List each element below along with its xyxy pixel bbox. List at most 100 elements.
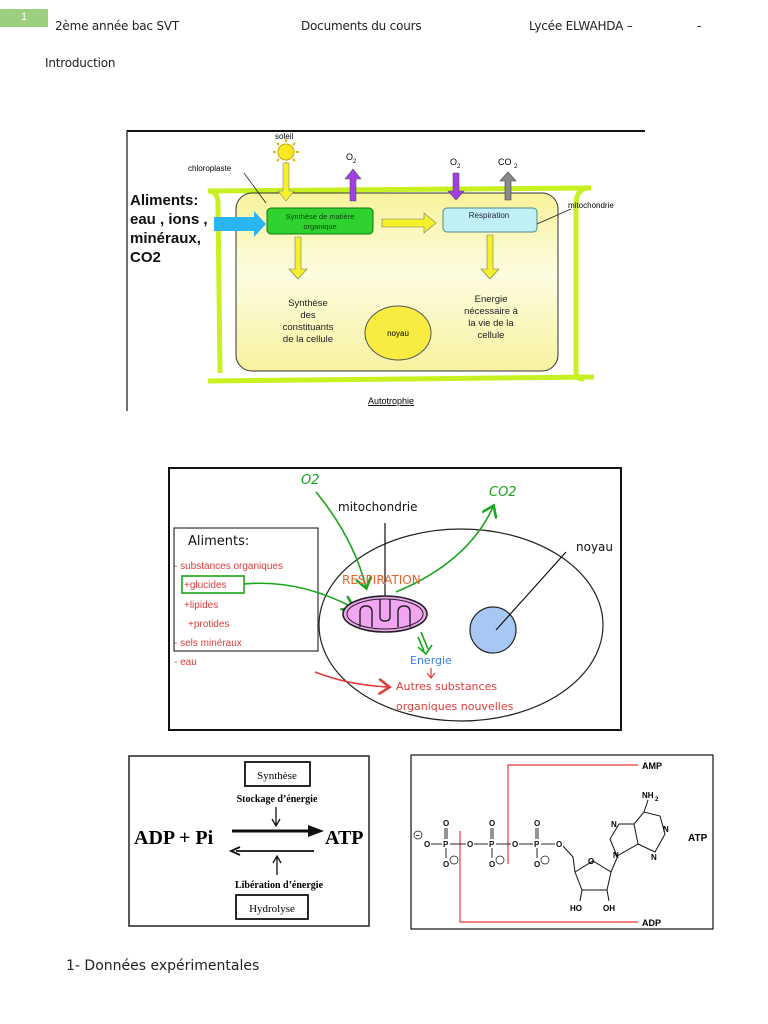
header-title: Documents du cours: [301, 19, 422, 33]
inputs-line: eau , ions ,: [130, 211, 208, 228]
phosphate-bonds: [431, 828, 555, 858]
svg-text:−: −: [416, 833, 420, 840]
foods-item: - substances organiques: [174, 561, 283, 572]
atp-label: ATP: [688, 833, 708, 844]
svg-text:O: O: [443, 860, 449, 869]
atp-cycle-diagram: Synthèse Stockage d’énergie ADP + Pi ATP…: [128, 755, 370, 927]
synthesis-box-line: organique: [303, 222, 336, 231]
svg-text:P: P: [534, 840, 540, 849]
figure-frame: [410, 754, 714, 930]
intro-heading: Introduction: [45, 56, 116, 70]
foods-list: - substances organiques +glucides +lipid…: [174, 561, 283, 668]
output-line: nécessaire à: [464, 306, 519, 317]
mitochondria-label: mitochondrie: [338, 500, 418, 514]
energy-to-synthesis-arrow: [426, 668, 436, 679]
mitochondria: [342, 595, 428, 633]
svg-text:O: O: [556, 840, 562, 849]
cell-cytoplasm: [235, 192, 559, 372]
foods-title: Aliments:: [188, 534, 249, 549]
n1-label: N: [663, 825, 669, 834]
nucleus-label: noyau: [576, 540, 613, 554]
storage-arrow: [271, 807, 281, 828]
cell-wall: [207, 185, 595, 384]
glucides-highlight: [181, 575, 245, 594]
svg-text:O: O: [443, 819, 449, 828]
phosphate-chain: − O P O O O P O O O P O O O: [413, 819, 562, 869]
svg-text:O: O: [512, 840, 518, 849]
n7-label: N: [611, 820, 617, 829]
figure-caption: Autotrophie: [368, 396, 414, 406]
svg-text:O: O: [534, 819, 540, 828]
oh-label: OH: [603, 904, 615, 913]
o2-intake-arrow: [447, 172, 465, 201]
adp-bracket: [459, 831, 638, 923]
synthesis-arrow-head: [308, 825, 324, 837]
output-line: constituants: [283, 322, 334, 333]
transfer-arrow: [381, 212, 437, 234]
o2-release-arrow: [344, 168, 362, 202]
foods-item: - sels minéraux: [174, 638, 242, 649]
autotrophie-diagram: soleil chloroplaste O 2 Aliments: eau , …: [126, 130, 645, 411]
adenine-rings: [609, 799, 666, 857]
light-arrow: [277, 162, 295, 202]
output-line: la vie de la: [468, 318, 514, 329]
co2-out-label: CO: [498, 157, 512, 167]
sun-label: soleil: [275, 132, 293, 141]
synthesis-output-text: Synthèse des constituants de la cellule: [283, 298, 334, 345]
inputs-line: minéraux,: [130, 230, 201, 247]
inputs-line: Aliments:: [130, 192, 198, 209]
svg-text:O: O: [424, 840, 430, 849]
respiration-box: [442, 207, 538, 233]
co2-arrow: [395, 507, 493, 593]
mitochondria-label: mitochondrie: [568, 201, 614, 210]
energy-arrow: [417, 631, 429, 652]
chloroplast-label: chloroplaste: [188, 164, 232, 173]
output-line: de la cellule: [283, 334, 333, 345]
nucleus-label: noyau: [387, 329, 409, 338]
output-line: Energie: [475, 294, 508, 305]
hydrolysis-label: Hydrolyse: [249, 903, 295, 915]
chloroplast-pointer: [243, 172, 267, 204]
foods-item: - eau: [174, 657, 197, 668]
svg-text:P: P: [443, 840, 449, 849]
mitochondria-pointer: [536, 208, 572, 225]
ho-label: HO: [570, 904, 582, 913]
cell-membrane: [318, 528, 604, 722]
synthesis-box-line: Synthèse de matière: [286, 212, 355, 221]
o2-in-label: O: [450, 157, 457, 167]
output-line: cellule: [478, 330, 505, 341]
energy-arrow-head: [417, 644, 433, 656]
inputs-text: Aliments: eau , ions , minéraux, CO2: [130, 192, 208, 266]
adp-label: ADP: [642, 918, 661, 928]
header-class: 2ème année bac SVT: [55, 19, 179, 33]
atp-label: ATP: [325, 827, 364, 849]
nh2-sub: 2: [655, 797, 659, 803]
synthesis-box: [244, 761, 311, 787]
respiration-diagram: Aliments: - substances organiques +gluci…: [168, 467, 622, 731]
respiration-label: RESPIRATION: [342, 573, 421, 587]
foods-item: +lipides: [184, 600, 218, 611]
foods-item: +glucides: [184, 580, 227, 591]
svg-text:O: O: [467, 840, 473, 849]
o2-label: O2: [301, 473, 320, 488]
result-line: organiques nouvelles: [396, 700, 514, 713]
amp-bracket: [507, 764, 638, 864]
co2-label: CO2: [489, 485, 517, 500]
ribose-oxygen: O: [588, 857, 594, 866]
svg-text:O: O: [489, 819, 495, 828]
foods-box: [173, 527, 319, 652]
foods-to-synthesis-arrow: [314, 671, 388, 687]
storage-label: Stockage d’énergie: [237, 794, 318, 805]
co2-release-arrow: [499, 171, 517, 201]
nucleus: [469, 606, 517, 654]
svg-text:O: O: [534, 860, 540, 869]
co2-out-sub: 2: [514, 164, 518, 170]
energy-output-text: Energie nécessaire à la vie de la cellul…: [464, 294, 519, 341]
nh2-label: NH: [642, 791, 654, 800]
synthesis-box: [266, 207, 374, 235]
adp-pi-label: ADP + Pi: [134, 827, 214, 849]
nucleus: [364, 305, 432, 361]
input-arrow: [214, 211, 266, 237]
release-arrow: [272, 854, 282, 875]
header-dash: -: [697, 19, 702, 33]
